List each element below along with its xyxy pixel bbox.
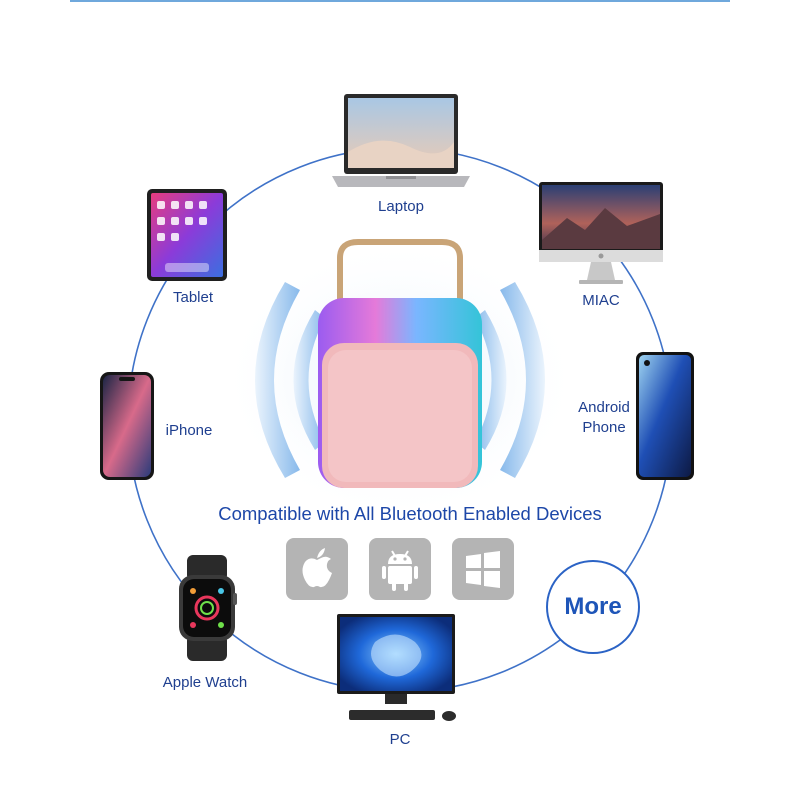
speaker-handle bbox=[337, 239, 463, 300]
top-divider-line bbox=[70, 0, 730, 2]
compatibility-headline: Compatible with All Bluetooth Enabled De… bbox=[218, 503, 602, 524]
iphone-image bbox=[100, 372, 154, 480]
windows-logo-icon bbox=[466, 551, 500, 588]
label-tablet: Tablet bbox=[172, 289, 214, 306]
sound-wave-right-outer bbox=[500, 282, 545, 478]
android-phone-image bbox=[636, 352, 694, 480]
label-apple-watch: Apple Watch bbox=[162, 674, 248, 691]
karaoke-speaker-image bbox=[318, 239, 482, 488]
label-android-phone: Android Phone bbox=[568, 398, 640, 438]
android-logo-icon bbox=[382, 550, 418, 591]
laptop-image bbox=[332, 94, 470, 187]
sound-wave-right-inner bbox=[475, 310, 507, 450]
pc-image bbox=[337, 614, 456, 721]
label-pc: PC bbox=[389, 731, 411, 748]
sound-wave-left-inner bbox=[293, 310, 325, 450]
label-android-line1: Android bbox=[578, 399, 630, 416]
label-miac: MIAC bbox=[582, 292, 620, 309]
speaker-grille bbox=[328, 350, 472, 482]
os-tile-apple bbox=[286, 538, 348, 600]
apple-logo-icon bbox=[302, 548, 332, 588]
more-devices-badge: More bbox=[546, 560, 640, 654]
sound-wave-left-outer bbox=[255, 282, 300, 478]
os-tile-android bbox=[369, 538, 431, 600]
apple-watch-image bbox=[179, 555, 237, 661]
os-tile-windows bbox=[452, 538, 514, 600]
label-android-line2: Phone bbox=[582, 419, 626, 436]
imac-image bbox=[539, 182, 663, 284]
tablet-image bbox=[147, 189, 227, 281]
label-iphone: iPhone bbox=[165, 422, 213, 439]
label-laptop: Laptop bbox=[378, 198, 424, 215]
